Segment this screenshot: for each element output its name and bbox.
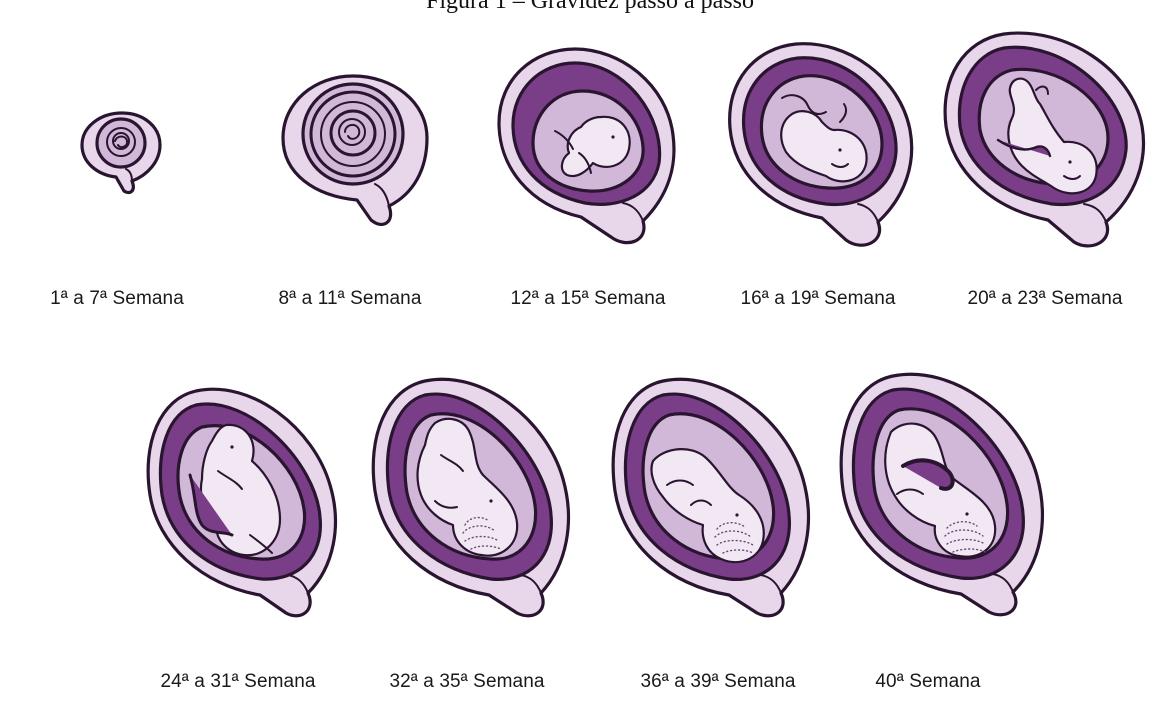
- stage-8-illustration: [605, 375, 815, 625]
- stage-5-illustration: [938, 30, 1153, 255]
- stage-6-illustration: [140, 385, 340, 625]
- stage-label: 40ª Semana: [875, 671, 980, 693]
- stage-7-illustration: [365, 375, 575, 625]
- stage-label: 32ª a 35ª Semana: [389, 671, 544, 693]
- stage-1-illustration: [72, 105, 172, 195]
- stage-label: 8ª a 11ª Semana: [278, 288, 421, 310]
- stage-label: 20ª a 23ª Semana: [967, 288, 1122, 310]
- stage-label: 24ª a 31ª Semana: [160, 671, 315, 693]
- stage-9-illustration: [833, 370, 1053, 625]
- stage-2-illustration: [275, 70, 435, 230]
- stage-3-illustration: [493, 45, 683, 250]
- stage-4-illustration: [722, 40, 922, 255]
- stage-label: 36ª a 39ª Semana: [640, 671, 795, 693]
- stage-label: 1ª a 7ª Semana: [50, 288, 184, 310]
- figure-caption: Figura 1 – Gravidez passo a passo: [0, 0, 1156, 15]
- stage-label: 12ª a 15ª Semana: [510, 288, 665, 310]
- stage-label: 16ª a 19ª Semana: [740, 288, 895, 310]
